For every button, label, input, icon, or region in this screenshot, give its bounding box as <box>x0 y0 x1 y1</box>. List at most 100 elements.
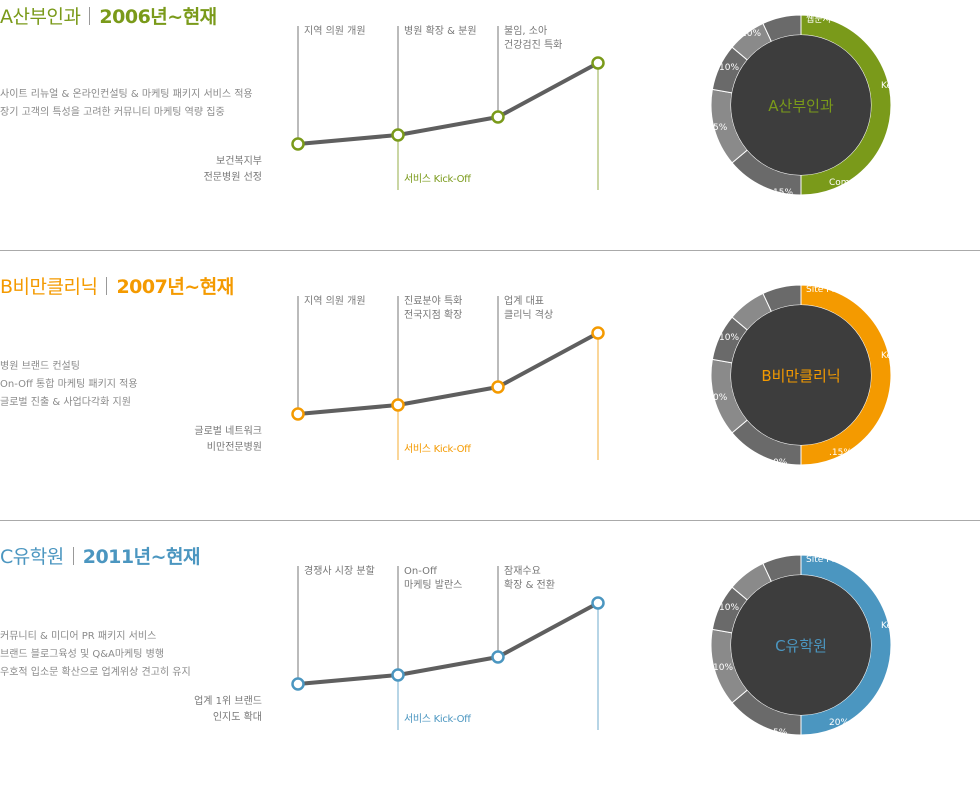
section-divider <box>0 520 980 521</box>
timeline-chart <box>291 26 605 190</box>
donut-ring-label: Ke <box>881 81 892 91</box>
share-donut: C유학원 Site PR 5% Ke 20% 5% 10% 10% <box>710 550 901 744</box>
section-title: A산부인과 2006년~현재 <box>0 2 217 29</box>
period: 2006년~현재 <box>99 6 217 28</box>
milestone-marker <box>491 650 505 664</box>
milestone-marker <box>391 128 405 142</box>
donut-ring-label: 15% <box>773 188 793 198</box>
milestone-label-line: 진료분야 특화 <box>404 296 463 307</box>
donut-ring-label: 20% <box>829 718 849 728</box>
milestone-marker <box>391 668 405 682</box>
milestone-label-line: 전국지점 확장 <box>404 310 463 321</box>
donut-ring-label: 10% <box>741 29 761 39</box>
milestone-label-line: 확장 & 전환 <box>504 580 555 591</box>
donut-ring-label: 5% <box>773 728 788 738</box>
title-separator <box>106 277 108 295</box>
description-line: On-Off 통합 마케팅 패키지 적용 <box>0 379 138 390</box>
donut-center-label: A산부인과 <box>768 97 834 115</box>
milestone-label-line: 잠재수요 <box>504 566 541 577</box>
milestone-marker <box>291 137 305 151</box>
end-label-line: 글로벌 네트워크 <box>194 426 262 437</box>
milestone-marker <box>491 380 505 394</box>
section-divider <box>0 250 980 251</box>
milestone-marker <box>591 596 605 610</box>
share-donut: B비만클리닉 Site PR 5% Ke .15% 0% 0% 10% <box>710 280 901 474</box>
description-line: 장기 고객의 특성을 고려한 커뮤니티 마케팅 역량 집중 <box>0 107 225 118</box>
milestone-marker <box>591 56 605 70</box>
title-separator <box>72 547 74 565</box>
donut-ring-label: 0% <box>713 393 728 403</box>
description-line: 글로벌 진출 & 사업다각화 지원 <box>0 397 131 408</box>
donut-ring-label: Site PR 5% <box>806 555 855 565</box>
period: 2007년~현재 <box>116 276 234 298</box>
milestone-marker <box>391 398 405 412</box>
milestone-label-line: 클리닉 격상 <box>504 310 554 321</box>
donut-center <box>731 575 871 715</box>
donut-ring-label: 0% <box>773 458 788 468</box>
period: 2011년~현재 <box>82 546 201 568</box>
milestone-label-line: 마케팅 발란스 <box>404 580 463 591</box>
milestone-label-line: 지역 의원 개원 <box>304 296 366 307</box>
end-label-line: 인지도 확대 <box>212 712 262 723</box>
end-label-line: 보건복지부 <box>216 156 262 167</box>
donut-chart: C유학원 Site PR 5% Ke 20% 5% 10% 10% <box>710 554 892 738</box>
timeline-chart <box>291 566 605 730</box>
clinic-name: B비만클리닉 <box>0 276 98 298</box>
kickoff-label: 서비스 Kick-Off <box>404 174 471 185</box>
donut-ring-label: Ke <box>881 351 892 361</box>
kickoff-label: 서비스 Kick-Off <box>404 714 471 725</box>
donut-center <box>731 35 871 175</box>
donut-ring-label: 5% <box>713 123 728 133</box>
milestone-label: 지역 의원 개원 <box>304 25 366 39</box>
section-title: C유학원 2011년~현재 <box>0 542 200 569</box>
milestone-marker <box>291 407 305 421</box>
milestone-label: On-Off 마케팅 발란스 <box>404 565 462 593</box>
kickoff-label: 서비스 Kick-Off <box>404 444 471 455</box>
donut-ring-label: 10% <box>719 333 739 343</box>
donut-ring-label: 10% <box>719 603 739 613</box>
donut-center <box>731 305 871 445</box>
clinic-name: A산부인과 <box>0 6 81 28</box>
description-line: 병원 브랜드 컨설팅 <box>0 361 80 372</box>
clinic-name: C유학원 <box>0 546 64 568</box>
milestone-label-line: 업계 대표 <box>504 296 544 307</box>
description-line: 사이트 리뉴얼 & 온라인컨설팅 & 마케팅 패키지 서비스 적용 <box>0 89 253 100</box>
end-label-line: 전문병원 선정 <box>203 172 262 183</box>
milestone-label: 경쟁사 시장 분할 <box>304 565 375 579</box>
donut-ring-label: Com <box>829 178 850 188</box>
milestone-label: 지역 의원 개원 <box>304 295 366 309</box>
donut-center-label: C유학원 <box>775 637 827 655</box>
milestone-label: 병원 확장 & 분원 <box>404 25 477 39</box>
description-line: 커뮤니티 & 미디어 PR 패키지 서비스 <box>0 631 157 642</box>
end-label-line: 비만전문병원 <box>206 442 262 453</box>
trend-line <box>297 601 599 686</box>
description-line: 브랜드 블로그육성 및 Q&A마케팅 병행 <box>0 649 165 660</box>
milestone-label-line: On-Off <box>404 566 437 577</box>
milestone-label-line: 병원 확장 & 분원 <box>404 26 477 37</box>
milestone-marker <box>491 110 505 124</box>
donut-ring-label: .15% <box>829 448 852 458</box>
donut-ring-label: Ke <box>881 621 892 631</box>
timeline-chart <box>291 296 605 460</box>
milestone-marker <box>291 677 305 691</box>
milestone-label-line: 불임, 소아 <box>504 26 548 37</box>
donut-ring-label: 10% <box>713 663 733 673</box>
donut-center-label: B비만클리닉 <box>761 367 840 385</box>
donut-ring-label: Site PR 5% <box>806 285 855 295</box>
milestone-label-line: 건강검진 특화 <box>504 40 563 51</box>
milestone-label-line: 경쟁사 시장 분할 <box>304 566 375 577</box>
trend-line <box>297 331 599 416</box>
description-line: 우호적 입소문 확산으로 업계위상 견고히 유지 <box>0 667 191 678</box>
